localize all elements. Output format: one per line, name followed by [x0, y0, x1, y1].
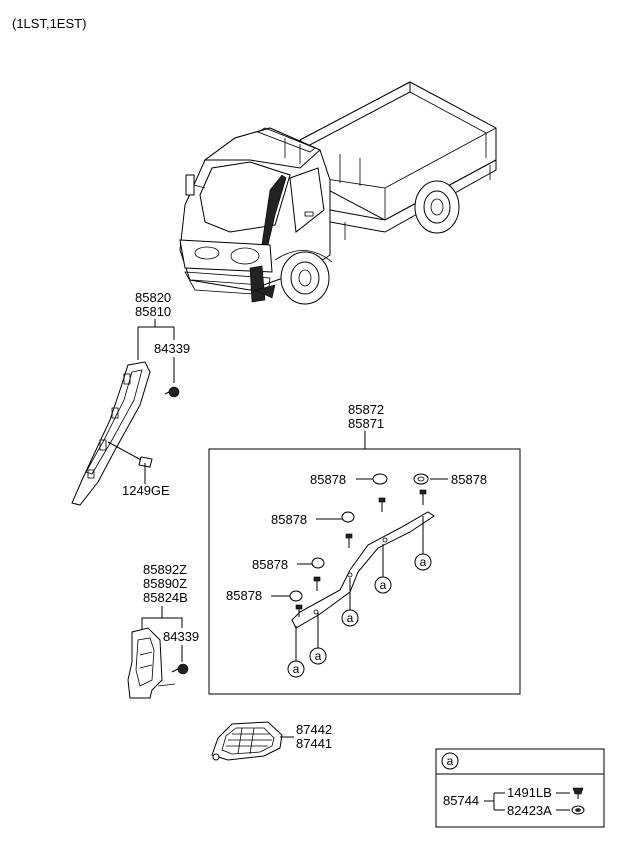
label-85890z: 85890Z [143, 576, 187, 591]
label-85810: 85810 [135, 304, 171, 319]
screw-1249ge [107, 441, 153, 478]
trim-assy-box [208, 448, 521, 695]
label-85892z: 85892Z [143, 562, 187, 577]
step-cover-group: 87442 87441 [211, 721, 332, 761]
callout-a-5: a [287, 660, 305, 678]
label-1249ge: 1249GE [122, 483, 170, 498]
model-code: (1LST,1EST) [12, 16, 86, 31]
a-pillar-trim-group: 85820 85810 84339 1249GE [71, 290, 190, 506]
svg-text:a: a [293, 662, 300, 676]
washer-icon [571, 805, 585, 815]
lower-trim-group: 85892Z 85890Z 85824B 84339 [127, 562, 199, 699]
callout-a-4: a [309, 647, 327, 665]
label-87441: 87441 [296, 736, 332, 751]
legend-box: a 85744 1491LB 82423A [435, 748, 605, 828]
lower-trim-part [127, 627, 163, 699]
svg-text:a: a [315, 649, 322, 663]
label-85878-3: 85878 [271, 512, 307, 527]
label-84339-lower: 84339 [163, 629, 199, 644]
svg-text:a: a [347, 611, 354, 625]
callout-a-1: a [414, 553, 432, 571]
label-85878-5: 85878 [226, 588, 262, 603]
trim-screws [295, 489, 427, 617]
clip-84339-lower [171, 663, 189, 675]
trim-strip-part [291, 511, 435, 629]
callout-a-3: a [341, 609, 359, 627]
label-85824b: 85824B [143, 590, 188, 605]
label-85872: 85872 [348, 402, 384, 417]
trim-assy-group: 85872 85871 85878 85878 85878 85878 8587… [208, 402, 521, 695]
callout-a-2: a [374, 576, 392, 594]
label-85871: 85871 [348, 416, 384, 431]
legend-marker: a [447, 754, 454, 768]
svg-text:a: a [380, 578, 387, 592]
truck-illustration [179, 81, 497, 305]
legend-subpart-1491lb: 1491LB [507, 785, 552, 800]
clip-84339-upper [164, 386, 180, 398]
label-84339-upper: 84339 [154, 341, 190, 356]
legend-part-85744: 85744 [443, 793, 479, 808]
a-pillar-trim-part [71, 361, 151, 506]
label-87442: 87442 [296, 722, 332, 737]
label-85820: 85820 [135, 290, 171, 305]
legend-subpart-82423a: 82423A [507, 803, 552, 818]
svg-text:a: a [420, 555, 427, 569]
clip-icon [572, 787, 584, 799]
label-85878-4: 85878 [252, 557, 288, 572]
label-85878-1: 85878 [310, 472, 346, 487]
label-85878-2: 85878 [451, 472, 487, 487]
